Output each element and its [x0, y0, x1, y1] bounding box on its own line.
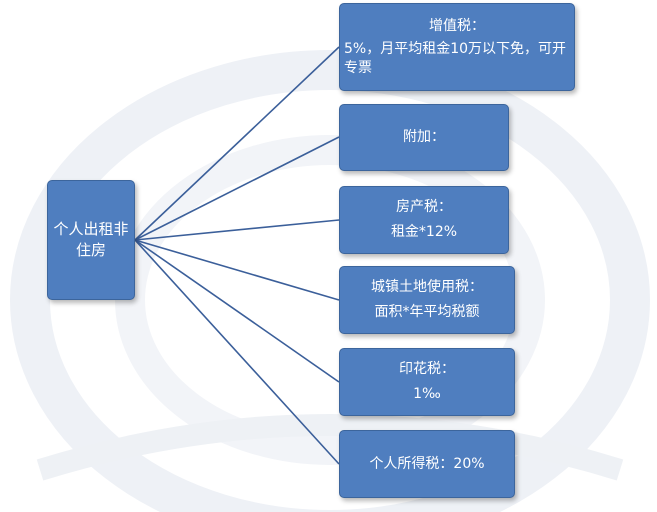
- connector-land-use-tax: [134, 239, 340, 301]
- node-surcharge: 附加：: [339, 104, 509, 171]
- connector-vat: [134, 46, 340, 241]
- root-label-line-1: 个人出租非: [53, 220, 129, 238]
- node-vat: 增值税： 5%，月平均租金10万以下免，可开专票: [339, 3, 575, 91]
- node-surcharge-title: 附加：: [403, 129, 445, 145]
- root-label-line-2: 住房: [75, 241, 106, 259]
- connector-income-tax: [134, 239, 340, 465]
- connector-property-tax: [134, 219, 340, 241]
- connector-surcharge: [134, 136, 340, 241]
- node-stamp-tax-title: 印花税：: [399, 361, 455, 377]
- node-land-use-tax-title: 城镇土地使用税：: [371, 279, 483, 295]
- node-property-tax: 房产税： 租金*12%: [339, 186, 509, 254]
- root-node: 个人出租非 住房: [47, 180, 135, 300]
- connector-stamp-tax: [134, 239, 340, 383]
- node-stamp-tax: 印花税： 1‰: [339, 348, 515, 416]
- node-stamp-tax-desc: 1‰: [413, 386, 441, 402]
- node-property-tax-title: 房产税：: [396, 199, 452, 215]
- node-income-tax-title: 个人所得税：20%: [369, 455, 485, 472]
- node-income-tax: 个人所得税：20%: [339, 430, 515, 498]
- node-vat-desc: 5%，月平均租金10万以下免，可开专票: [344, 40, 567, 76]
- node-property-tax-desc: 租金*12%: [390, 224, 458, 240]
- node-vat-title: 增值税：: [429, 17, 485, 34]
- node-land-use-tax: 城镇土地使用税： 面积*年平均税额: [339, 266, 515, 334]
- node-land-use-tax-desc: 面积*年平均税额: [374, 304, 480, 320]
